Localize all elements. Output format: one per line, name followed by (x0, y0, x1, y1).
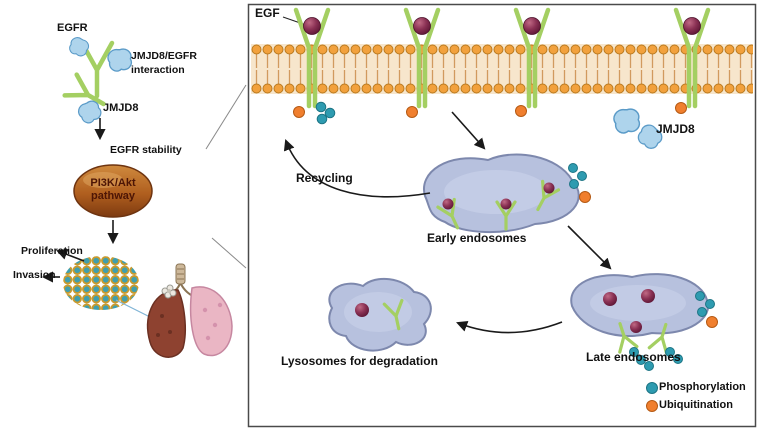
lysosome-highlight (344, 292, 412, 332)
egf-ligand-sphere (500, 198, 512, 210)
egf-ligand-sphere (683, 17, 701, 35)
jmjd8-protein-blob (107, 48, 133, 72)
egf-ligand-sphere (413, 17, 431, 35)
recycling-label: Recycling (296, 171, 353, 185)
late-endosomes-label: Late endosomes (586, 350, 681, 364)
pi3k-akt-pathway-label: PI3K/Akt pathway (90, 177, 136, 203)
phosphorylation-dot (315, 101, 327, 113)
egf-ligand-sphere (641, 289, 655, 303)
legend-ubiquitination-label: Ubiquitination (659, 399, 733, 411)
late-endosome-to-lysosome-arrow (456, 321, 563, 334)
phosphorylation-dot (577, 171, 587, 181)
egfr-jmjd8-complex (62, 34, 133, 126)
lysosome (328, 277, 432, 352)
egf-ligand-sphere (603, 292, 617, 306)
legend-ubiquitination-dot (646, 400, 658, 412)
early-endosomes-label: Early endosomes (427, 231, 527, 245)
egfr-receptor (79, 40, 115, 99)
early-endosome (422, 153, 591, 234)
pi3k-akt-oval-highlight (83, 172, 123, 188)
ubiquitination-dot (579, 191, 591, 203)
egf-ligand-sphere (355, 303, 369, 317)
egfr-label: EGFR (57, 22, 88, 34)
lung-spot (156, 333, 160, 337)
phosphorylation-dot (629, 347, 639, 357)
lungs-illustration (146, 263, 233, 358)
phosphorylation-dot (636, 355, 646, 365)
jmjd8-label-left: JMJD8 (103, 102, 139, 114)
phosphorylation-dot (644, 361, 654, 371)
cluster-to-lung-line (115, 299, 153, 319)
invasion-label: Invasion (13, 269, 56, 281)
ubiquitination-dot (706, 316, 718, 328)
legend-phosphorylation-label: Phosphorylation (659, 381, 746, 393)
egf-label: EGF (255, 6, 280, 20)
jmjd8-protein-blob (613, 108, 641, 134)
lung-spot (205, 335, 211, 341)
tumor-flower (161, 284, 177, 299)
ubiquitination-dot (675, 102, 687, 114)
lung-spot (202, 307, 208, 313)
lung-spot (212, 322, 218, 328)
phosphorylation-dot (316, 113, 328, 125)
lung-spot (217, 302, 223, 308)
zoom-connector-line-bottom (211, 237, 247, 269)
proliferation-label: Proliferation (21, 245, 83, 257)
zoom-connector-line-top (205, 84, 247, 150)
membrane-to-early-endosome-arrow (451, 111, 486, 150)
phosphorylation-dot (673, 354, 683, 364)
egf-ligand-sphere (543, 182, 555, 194)
egf-ligand-sphere (630, 321, 642, 333)
membrane-modification-dots (293, 101, 687, 125)
membrane-egfr-receptors (296, 10, 708, 106)
proliferation-arrow (56, 249, 85, 262)
lysosomes-label: Lysosomes for degradation (281, 354, 438, 368)
lung-spot (160, 314, 164, 318)
phosphorylation-dot (705, 299, 715, 309)
egfr-stability-label: EGFR stability (110, 144, 182, 156)
lung-spot (168, 330, 172, 334)
phosphorylation-dot (697, 307, 707, 317)
early-to-late-endosome-arrow (567, 225, 612, 270)
jmjd8-egfr-interaction-label: JMJD8/EGFR interaction (131, 50, 197, 76)
ubiquitination-dot (293, 106, 305, 118)
ubiquitination-dot (406, 106, 418, 118)
left-diagram (41, 34, 247, 358)
tumor-cell-cluster (63, 256, 139, 310)
egf-ligand-sphere (442, 198, 454, 210)
phosphorylation-dot (568, 163, 578, 173)
left-lung (146, 289, 186, 358)
phosphorylation-dot (665, 347, 675, 357)
legend-phosphorylation-dot (646, 382, 658, 394)
early-endosome-highlight (444, 170, 548, 214)
jmjd8-label-right: JMJD8 (656, 122, 695, 136)
late-endosome (570, 273, 718, 371)
egfr-receptor (62, 72, 106, 107)
egf-ligand-sphere (523, 17, 541, 35)
phosphorylation-dot (695, 291, 705, 301)
recycling-arrow (283, 139, 431, 198)
right-lung (189, 286, 233, 357)
cell-membrane (251, 44, 753, 94)
phosphorylation-dot (324, 107, 336, 119)
ubiquitination-dot (515, 105, 527, 117)
egf-ligand-sphere (303, 17, 321, 35)
phosphorylation-dot (569, 179, 579, 189)
